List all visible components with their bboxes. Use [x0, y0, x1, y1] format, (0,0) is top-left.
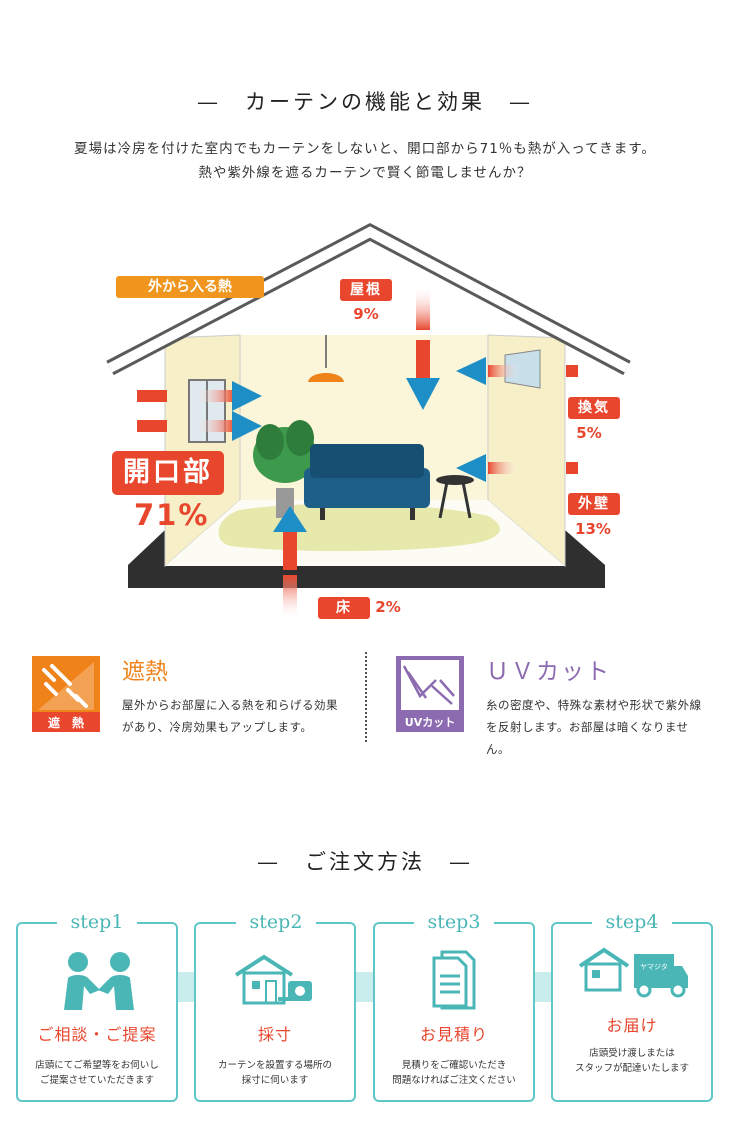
delivery-truck-icon	[578, 947, 688, 998]
roof-percent: 9%	[353, 305, 379, 323]
opening-label: 開口部	[112, 451, 224, 495]
step-2-desc-2: 採寸に伺います	[241, 1075, 309, 1086]
section-title-curtain-functions: — カーテンの機能と効果 —	[197, 90, 533, 114]
wall-label: 外壁	[568, 493, 620, 515]
floor-label: 床	[318, 597, 370, 619]
step-1-desc-1: 店頭にてご希望等をお伺いし	[35, 1060, 159, 1071]
step-3-desc-1: 見積りをご確認いただき	[401, 1060, 507, 1071]
step-2-desc-1: カーテンを設置する場所の	[217, 1060, 332, 1071]
heat-feature-desc: 屋外からお部屋に入る熱を和らげる効果があり、冷房効果もアップします。	[122, 698, 338, 734]
intro-line-2: 熱や紫外線を遮るカーテンで賢く節電しませんか？	[198, 165, 532, 181]
uv-feature-desc: 糸の密度や、特殊な素材や形状で紫外線を反射します。お部屋は暗くなりません。	[486, 698, 702, 756]
vent-label: 換気	[568, 397, 620, 419]
estimate-document-icon	[432, 950, 476, 1010]
feature-divider	[365, 652, 367, 742]
step-3-desc-2: 問題なければご注文ください	[392, 1075, 516, 1086]
step-4-label: step4	[592, 909, 672, 935]
step-2-label: step2	[236, 909, 316, 935]
house-heat-diagram	[106, 222, 631, 620]
step-4-title: お届け	[606, 1016, 658, 1035]
consultation-icon	[64, 952, 134, 1010]
intro-line-1: 夏場は冷房を付けた室内でもカーテンをしないと、開口部から71％も熱が入ってきます…	[74, 141, 656, 157]
uv-feature-title: ＵＶカット	[486, 659, 611, 685]
step-4-card	[551, 922, 713, 1102]
outside-heat-label: 外から入る熱	[116, 276, 264, 298]
vent-percent: 5%	[576, 424, 602, 442]
step-4-desc-2: スタッフが配達いたします	[574, 1063, 689, 1074]
roof-label: 屋根	[340, 279, 392, 301]
step-1-label: step1	[57, 909, 137, 935]
step-3-label: step3	[414, 909, 494, 935]
step-1-title: ご相談・ご提案	[37, 1025, 157, 1044]
section-title-order-method: — ご注文方法 —	[257, 850, 473, 874]
opening-percent: 71%	[134, 498, 210, 532]
uv-cut-icon	[396, 656, 464, 732]
heat-shield-icon	[32, 656, 100, 732]
heat-feature-title: 遮熱	[122, 659, 168, 685]
truck-logo-text: ヤマジタ	[640, 963, 668, 971]
measuring-house-icon	[234, 954, 312, 1005]
step-1-desc-2: ご提案させていただきます	[39, 1075, 154, 1086]
floor-percent: 2%	[375, 598, 401, 616]
step-2-title: 採寸	[257, 1025, 292, 1044]
heat-icon-label: 遮 熱	[47, 716, 84, 730]
step-3-title: お見積り	[419, 1025, 488, 1044]
uv-icon-label: UVカット	[404, 716, 456, 729]
wall-percent: 13%	[575, 520, 611, 538]
step-4-desc-1: 店頭受け渡しまたは	[589, 1048, 675, 1059]
